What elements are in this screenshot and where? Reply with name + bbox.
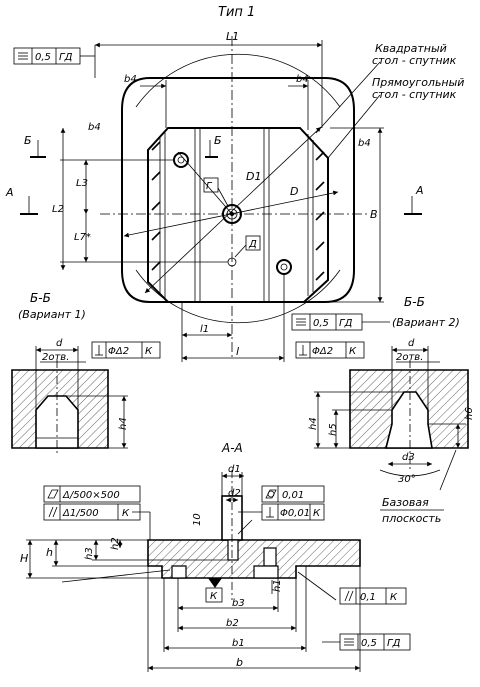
- svg-text:b4: b4: [124, 74, 137, 85]
- svg-text:Базовая: Базовая: [382, 496, 429, 509]
- svg-text:2отв.: 2отв.: [396, 352, 423, 363]
- svg-text:0,1: 0,1: [360, 592, 376, 603]
- svg-text:h4: h4: [118, 417, 129, 430]
- svg-text:L3: L3: [76, 178, 88, 189]
- svg-text:h1: h1: [272, 579, 283, 592]
- section-variant-2: d 2отв. h4 h5 h6 d3 30° Базовая плоскост…: [295, 338, 475, 525]
- svg-text:h5: h5: [328, 423, 339, 436]
- svg-text:(Вариант 1): (Вариант 1): [18, 308, 86, 321]
- svg-text:К: К: [210, 591, 218, 602]
- svg-text:ГД: ГД: [387, 638, 401, 649]
- svg-text:ГД: ГД: [339, 318, 353, 329]
- svg-text:l1: l1: [200, 324, 209, 335]
- tolerance-frame-top: 0,5 ГД: [13, 47, 95, 65]
- title: Тип 1: [218, 5, 255, 20]
- svg-text:Б: Б: [214, 134, 222, 147]
- svg-text:h4: h4: [308, 417, 319, 430]
- svg-text:b4: b4: [358, 138, 371, 149]
- svg-text:10: 10: [192, 513, 203, 526]
- svg-text:А: А: [5, 186, 14, 199]
- svg-text:К: К: [145, 346, 153, 357]
- svg-text:А: А: [415, 184, 424, 197]
- svg-text:Φ0,01: Φ0,01: [280, 508, 310, 519]
- svg-text:(Вариант 2): (Вариант 2): [392, 316, 460, 329]
- svg-text:Б-Б: Б-Б: [404, 295, 425, 309]
- svg-text:L2: L2: [52, 204, 64, 215]
- svg-text:d: d: [56, 338, 63, 349]
- svg-text:2отв.: 2отв.: [42, 352, 69, 363]
- svg-text:b: b: [236, 656, 243, 669]
- svg-text:b1: b1: [232, 638, 245, 649]
- svg-text:D1: D1: [246, 170, 261, 183]
- svg-text:d2: d2: [228, 488, 241, 499]
- svg-text:Д: Д: [248, 239, 257, 250]
- svg-text:L7*: L7*: [74, 232, 91, 243]
- svg-text:D: D: [290, 185, 298, 198]
- svg-text:ΦΔ2: ΦΔ2: [312, 346, 333, 357]
- svg-text:b4: b4: [296, 74, 309, 85]
- svg-text:К: К: [313, 508, 321, 519]
- svg-text:Б: Б: [24, 134, 32, 147]
- plan-view: [20, 36, 422, 362]
- svg-text:b2: b2: [226, 618, 239, 629]
- svg-text:0,01: 0,01: [282, 490, 304, 501]
- svg-text:d3: d3: [402, 452, 415, 463]
- svg-text:h2: h2: [110, 537, 121, 550]
- section-variant-1: d 2отв. h4 ΦΔ2 К: [11, 338, 161, 455]
- section-aa: d1 d2 10 H h h3 h2 h1 К b3 b2 b1 b: [20, 464, 361, 672]
- svg-text:d: d: [408, 338, 415, 349]
- svg-text:стол - спутник: стол - спутник: [372, 54, 457, 67]
- svg-text:h3: h3: [84, 547, 95, 560]
- tolerance-frames-aa: Δ/500×500 Δ1/500 К 0,01 Φ0,01 К 0,1 К: [43, 485, 411, 651]
- svg-text:l: l: [236, 345, 239, 358]
- svg-text:К: К: [390, 592, 398, 603]
- svg-text:Г: Г: [206, 181, 213, 192]
- svg-text:B: B: [370, 208, 378, 221]
- svg-text:Прямоугольный: Прямоугольный: [372, 76, 464, 89]
- svg-text:плоскость: плоскость: [382, 512, 441, 525]
- svg-text:К: К: [122, 508, 130, 519]
- svg-text:30°: 30°: [398, 474, 416, 485]
- svg-text:К: К: [349, 346, 357, 357]
- svg-text:L1: L1: [226, 30, 239, 43]
- tolerance-frame-mid: 0,5 ГД: [291, 313, 390, 331]
- svg-text:b4: b4: [88, 122, 101, 133]
- svg-text:b3: b3: [232, 598, 245, 609]
- svg-text:Δ1/500: Δ1/500: [62, 508, 99, 519]
- plan-labels: Квадратный стол - спутник Прямоугольный …: [5, 30, 464, 358]
- svg-text:стол - спутник: стол - спутник: [372, 88, 457, 101]
- svg-text:ГД: ГД: [59, 52, 73, 63]
- svg-text:0,5: 0,5: [313, 318, 329, 329]
- svg-text:H: H: [20, 552, 28, 565]
- svg-text:0,5: 0,5: [35, 52, 51, 63]
- svg-text:ΦΔ2: ΦΔ2: [108, 346, 129, 357]
- svg-text:Квадратный: Квадратный: [375, 42, 447, 55]
- svg-text:Б-Б: Б-Б: [30, 291, 51, 305]
- svg-text:d1: d1: [228, 464, 241, 475]
- svg-text:Δ/500×500: Δ/500×500: [62, 490, 120, 501]
- section-aa-title: А-А: [221, 441, 243, 455]
- svg-text:0,5: 0,5: [361, 638, 377, 649]
- svg-text:h6: h6: [464, 407, 475, 420]
- svg-text:h: h: [46, 546, 53, 559]
